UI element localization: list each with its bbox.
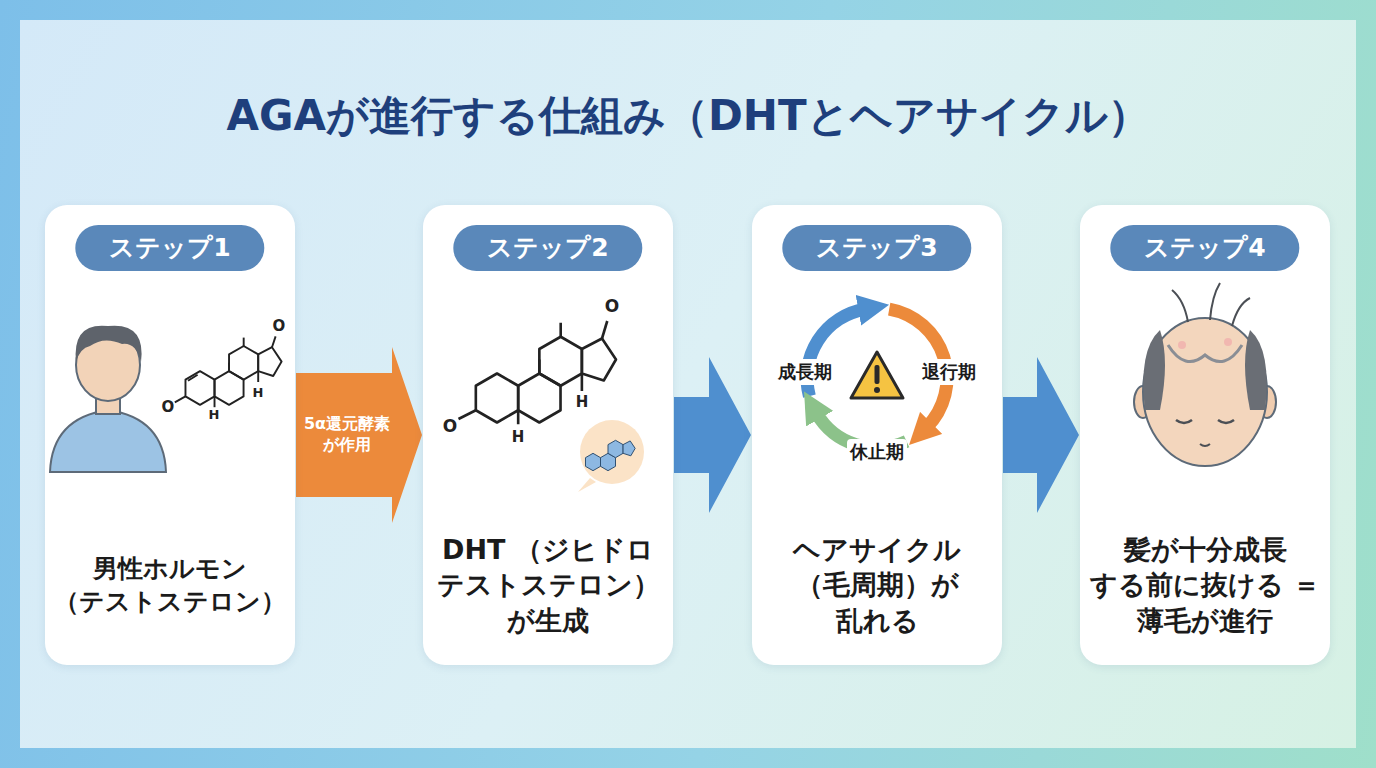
phase-label: 退行期: [919, 359, 979, 385]
step-text-area: ヘアサイクル （毛周期）が 乱れる: [752, 505, 1002, 665]
step-card: ステップ3 ヘアサイクル （毛周期）が 乱れる: [752, 205, 1002, 665]
atom-label: O: [162, 398, 175, 416]
atom-label: O: [605, 296, 619, 316]
dht-molecule: [459, 321, 617, 424]
step-text-area: 男性ホルモン （テストステロン）: [45, 505, 295, 665]
step-card: ステップ1 男性ホルモン （テストステロン）: [45, 205, 295, 665]
phase-label: 休止期: [847, 439, 907, 465]
flow-arrow: [1003, 357, 1079, 513]
flow-arrow: [674, 357, 751, 513]
step-badge: ステップ4: [1110, 225, 1299, 271]
arrow-label: 5α還元酵素 が作用: [292, 414, 402, 456]
diagram-title: AGAが進行する仕組み（DHTとヘアサイクル）: [0, 88, 1376, 144]
warning-icon: [851, 352, 903, 398]
step-badge: ステップ2: [453, 225, 642, 271]
step-badge: ステップ1: [75, 225, 264, 271]
step-card: ステップ2DHT （ジヒドロ テストステロン） が生成: [423, 205, 673, 665]
atom-label: O: [273, 317, 286, 335]
balding-head: [1134, 283, 1276, 466]
phase-label: 成長期: [775, 359, 835, 385]
molecule-bubble: [578, 420, 644, 492]
testosterone-molecule: [175, 336, 282, 407]
step-text-area: 髪が十分成長 する前に抜ける ＝薄毛が進行: [1080, 505, 1330, 665]
step-text-area: DHT （ジヒドロ テストステロン） が生成: [423, 505, 673, 665]
atom-label: H: [253, 385, 264, 400]
step-description: 髪が十分成長 する前に抜ける ＝薄毛が進行: [1087, 532, 1323, 639]
step-badge: ステップ3: [782, 225, 971, 271]
step-card: ステップ4 髪が十分成長 する前に抜ける ＝薄毛が進行: [1080, 205, 1330, 665]
person-icon: [50, 326, 166, 472]
atom-label: H: [512, 428, 525, 446]
step-description: DHT （ジヒドロ テストステロン） が生成: [430, 532, 666, 639]
step-description: ヘアサイクル （毛周期）が 乱れる: [759, 532, 995, 639]
atom-label: H: [209, 407, 220, 422]
atom-label: H: [576, 393, 589, 411]
atom-label: O: [443, 416, 457, 436]
step-description: 男性ホルモン （テストステロン）: [52, 552, 288, 618]
